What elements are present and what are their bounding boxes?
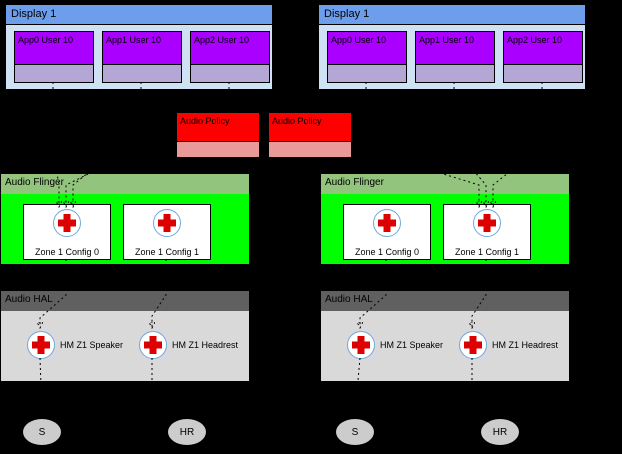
zone-config-label: Zone 1 Config 0 <box>34 247 100 257</box>
app-label: App0 User 10 <box>15 32 93 64</box>
audio-mixer-icon <box>53 209 81 237</box>
app-box: App0 User 10 <box>327 31 407 83</box>
app-surface <box>15 64 93 82</box>
display-title: Display 1 <box>6 5 272 25</box>
app-surface <box>416 64 494 82</box>
app-box: App2 User 10 <box>503 31 583 83</box>
app-box: App0 User 10 <box>14 31 94 83</box>
zone-config-label: Zone 1 Config 1 <box>454 247 520 257</box>
audio-flinger-panel-left: Audio Flinger Zone 1 Config 0 Zone 1 Con… <box>0 173 250 265</box>
output-headrest-right: HR <box>480 418 520 446</box>
audio-flinger-panel-right: Audio Flinger Zone 1 Config 0 Zone 1 Con… <box>320 173 570 265</box>
audio-policy-label: Audio Policy <box>269 113 351 141</box>
zone-config-box: Zone 1 Config 1 <box>123 204 211 260</box>
audio-mixer-icon <box>153 209 181 237</box>
display-panel-left: Display 1 App0 User 10 App1 User 10 App2… <box>5 4 273 90</box>
zone-config-box: Zone 1 Config 0 <box>23 204 111 260</box>
audio-flinger-title: Audio Flinger <box>1 174 249 194</box>
zone-config-box: Zone 1 Config 1 <box>443 204 531 260</box>
hal-device: HM Z1 Speaker <box>27 331 123 359</box>
audio-policy-label: Audio Policy <box>177 113 259 141</box>
app-box: App2 User 10 <box>190 31 270 83</box>
audio-hal-body: HM Z1 Speaker HM Z1 Headrest <box>1 311 249 381</box>
hal-device-label: HM Z1 Headrest <box>492 340 559 350</box>
hal-device-label: HM Z1 Speaker <box>380 340 444 350</box>
hal-device-label: HM Z1 Speaker <box>60 340 124 350</box>
audio-hal-panel-left: Audio HAL HM Z1 Speaker HM Z1 Headrest <box>0 290 250 382</box>
audio-hal-title: Audio HAL <box>1 291 249 311</box>
output-speaker-right: S <box>335 418 375 446</box>
hal-device: HM Z1 Speaker <box>347 331 443 359</box>
audio-mixer-icon <box>473 209 501 237</box>
audio-flinger-title: Audio Flinger <box>321 174 569 194</box>
app-box: App1 User 10 <box>102 31 182 83</box>
display-panel-right: Display 1 App0 User 10 App1 User 10 App2… <box>318 4 586 90</box>
output-speaker-left: S <box>22 418 62 446</box>
app-surface <box>191 64 269 82</box>
hal-device: HM Z1 Headrest <box>459 331 558 359</box>
app-label: App0 User 10 <box>328 32 406 64</box>
audio-policy-surface <box>269 141 351 157</box>
zone-config-label: Zone 1 Config 0 <box>354 247 420 257</box>
audio-hal-panel-right: Audio HAL HM Z1 Speaker HM Z1 Headrest <box>320 290 570 382</box>
audio-hal-body: HM Z1 Speaker HM Z1 Headrest <box>321 311 569 381</box>
zone-config-box: Zone 1 Config 0 <box>343 204 431 260</box>
hal-device: HM Z1 Headrest <box>139 331 238 359</box>
audio-mixer-icon <box>347 331 375 359</box>
audio-hal-title: Audio HAL <box>321 291 569 311</box>
audio-mixer-icon <box>139 331 167 359</box>
output-headrest-left: HR <box>167 418 207 446</box>
app-label: App1 User 10 <box>416 32 494 64</box>
display-title: Display 1 <box>319 5 585 25</box>
app-surface <box>328 64 406 82</box>
audio-policy-surface <box>177 141 259 157</box>
audio-policy-box-right: Audio Policy <box>268 112 352 158</box>
audio-mixer-icon <box>373 209 401 237</box>
app-surface <box>504 64 582 82</box>
zone-config-label: Zone 1 Config 1 <box>134 247 200 257</box>
audio-flinger-body: Zone 1 Config 0 Zone 1 Config 1 <box>1 194 249 264</box>
audio-mixer-icon <box>27 331 55 359</box>
audio-policy-box-left: Audio Policy <box>176 112 260 158</box>
audio-flinger-body: Zone 1 Config 0 Zone 1 Config 1 <box>321 194 569 264</box>
audio-mixer-icon <box>459 331 487 359</box>
hal-device-label: HM Z1 Headrest <box>172 340 239 350</box>
app-surface <box>103 64 181 82</box>
app-box: App1 User 10 <box>415 31 495 83</box>
app-label: App2 User 10 <box>504 32 582 64</box>
app-label: App1 User 10 <box>103 32 181 64</box>
app-label: App2 User 10 <box>191 32 269 64</box>
